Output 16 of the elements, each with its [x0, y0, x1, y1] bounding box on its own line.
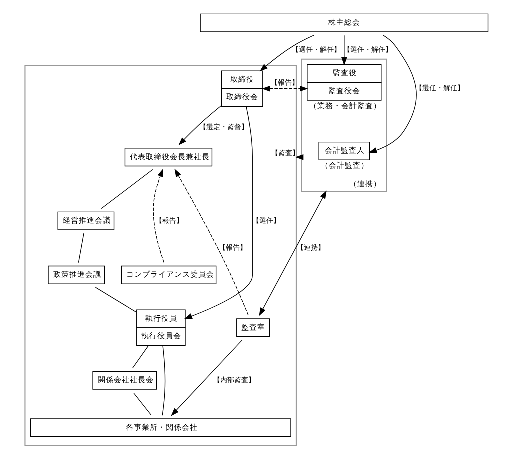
- connector: [94, 287, 136, 313]
- connector: [133, 392, 152, 416]
- arrow: [184, 106, 252, 320]
- arrow: [259, 35, 314, 72]
- arrow: [178, 105, 222, 146]
- arrow: [152, 168, 164, 264]
- connector: [132, 346, 148, 369]
- arrow: [174, 168, 248, 316]
- arrow: [261, 86, 308, 92]
- arrow: [368, 35, 416, 154]
- connector: [78, 233, 84, 264]
- arrow: [258, 190, 326, 316]
- connector: [162, 345, 166, 416]
- arrow: [341, 35, 347, 66]
- arrow: [170, 340, 242, 416]
- connector: [100, 169, 153, 210]
